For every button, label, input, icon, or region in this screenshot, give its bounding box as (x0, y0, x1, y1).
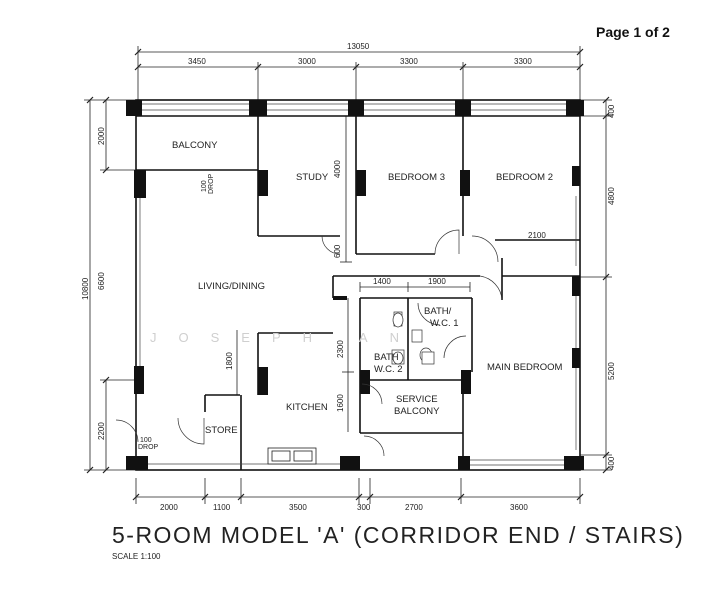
dimension-lines (84, 46, 612, 504)
dim-bottom-1: 2000 (160, 503, 178, 512)
dim-kitchen-a: 1800 (225, 352, 234, 370)
drop-label-line2: DROP (138, 444, 159, 451)
dim-bottom-4: 300 (357, 503, 371, 512)
dim-top-3: 3300 (400, 57, 418, 66)
kitchen-sink (267, 447, 317, 465)
dim-top-1: 3450 (188, 57, 206, 66)
dim-bottom-5: 2700 (405, 503, 423, 512)
dimension-ticks (86, 48, 610, 501)
dim-study-a: 4000 (333, 160, 342, 178)
dim-bottom-3: 3500 (289, 503, 307, 512)
door-swings (115, 229, 503, 457)
dim-kitchen-c: 1600 (336, 394, 345, 412)
structural-columns (126, 100, 584, 470)
room-label-service-line2: BALCONY (394, 406, 440, 417)
dim-top-4: 3300 (514, 57, 532, 66)
dim-left-total: 10800 (81, 277, 90, 300)
room-label-store: STORE (205, 425, 238, 436)
dim-bottom-2: 1100 (213, 503, 231, 512)
dim-right-1: 400 (607, 104, 616, 118)
page-label: Page 1 of 2 (596, 24, 670, 40)
drop-label-balcony-line1: 100 (201, 180, 208, 192)
room-label-living-dining: LIVING/DINING (198, 281, 265, 292)
room-label-bath-1-line2: W.C. 1 (430, 318, 459, 329)
dim-left-3: 2200 (97, 422, 106, 440)
room-label-bedroom-3: BEDROOM 3 (388, 172, 445, 183)
drop-label-line1: 100 (140, 437, 152, 444)
dim-left-2: 6600 (97, 272, 106, 290)
plan-scale: SCALE 1:100 (112, 552, 161, 561)
room-label-bath-2-line1: BATH (374, 352, 399, 363)
room-label-main-bedroom: MAIN BEDROOM (487, 362, 563, 373)
room-label-bath-2-line2: W.C. 2 (374, 364, 403, 375)
dim-right-2: 4800 (607, 187, 616, 205)
dim-bath-row-1: 1400 (373, 277, 391, 286)
plan-title: 5-ROOM MODEL 'A' (CORRIDOR END / STAIRS) (112, 522, 685, 548)
bathroom-fixtures (391, 311, 435, 365)
dim-left-1: 2000 (97, 127, 106, 145)
room-label-bath-1-line1: BATH/ (424, 306, 452, 317)
room-label-study: STUDY (296, 172, 329, 183)
dim-study-b: 600 (333, 244, 342, 258)
dim-top-2: 3000 (298, 57, 316, 66)
dim-right-3: 5200 (607, 362, 616, 380)
dim-right-4: 400 (607, 456, 616, 470)
dim-top-total: 13050 (347, 42, 370, 51)
dim-bottom-6: 3600 (510, 503, 528, 512)
dim-bath-row-2: 1900 (428, 277, 446, 286)
dim-kitchen-b: 2300 (336, 340, 345, 358)
drop-label-balcony-line2: DROP (208, 173, 215, 194)
room-label-balcony: BALCONY (172, 140, 218, 151)
dim-bedroom-2: 2100 (528, 231, 546, 240)
room-label-kitchen: KITCHEN (286, 402, 328, 413)
watermark: JOSEPH AN (150, 330, 421, 345)
room-label-bedroom-2: BEDROOM 2 (496, 172, 553, 183)
room-label-service-line1: SERVICE (396, 394, 438, 405)
